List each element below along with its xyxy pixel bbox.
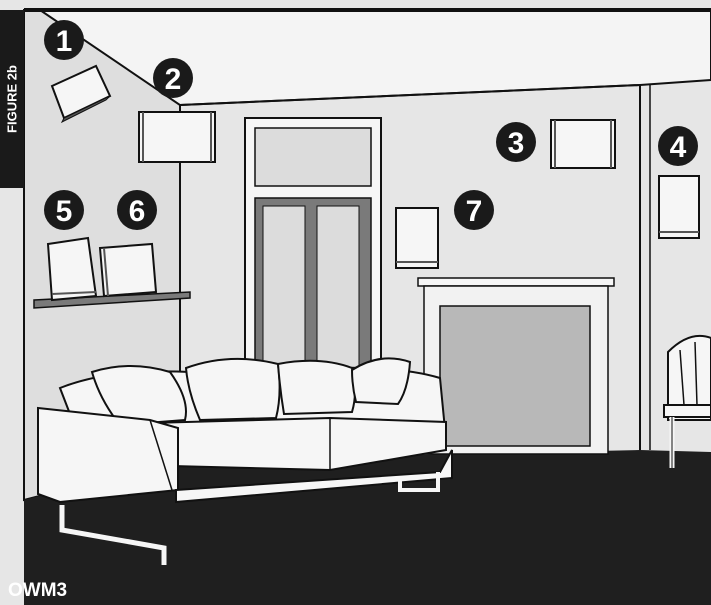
model-label: OWM3	[8, 580, 67, 602]
fireplace	[418, 278, 614, 454]
door	[245, 118, 381, 368]
speaker-2-icon	[139, 112, 215, 162]
callout-3-label: 3	[508, 127, 525, 160]
speaker-5-icon	[48, 238, 96, 300]
callout-6-label: 6	[129, 195, 146, 228]
speaker-3-icon	[551, 120, 615, 168]
callout-2: 2	[153, 58, 193, 98]
figure-label: FIGURE 2b	[5, 65, 20, 133]
callout-5: 5	[44, 190, 84, 230]
callout-5-label: 5	[56, 195, 73, 228]
speaker-6-icon	[100, 244, 156, 296]
callout-1: 1	[44, 20, 84, 60]
callout-4: 4	[658, 126, 698, 166]
callout-7-label: 7	[466, 195, 483, 228]
callout-1-label: 1	[56, 25, 73, 58]
figure-tab: FIGURE 2b	[0, 10, 24, 188]
callout-7: 7	[454, 190, 494, 230]
callout-3: 3	[496, 122, 536, 162]
callout-4-label: 4	[670, 131, 687, 164]
callout-6: 6	[117, 190, 157, 230]
speaker-7-icon	[396, 208, 438, 268]
speaker-4-icon	[659, 176, 699, 238]
callout-2-label: 2	[165, 63, 182, 96]
